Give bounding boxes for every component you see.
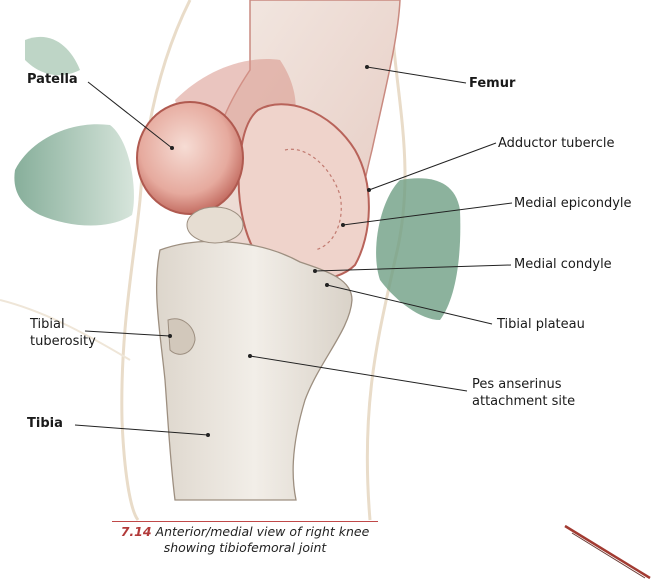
label-patella: Patella [27, 72, 78, 87]
caption-number: 7.14 [120, 524, 152, 539]
label-adductor-tubercle: Adductor tubercle [498, 136, 615, 151]
caption-rule [112, 521, 378, 522]
label-femur: Femur [469, 76, 516, 91]
muscle-right [376, 178, 461, 320]
leader-dots [168, 65, 371, 437]
caption-text-1: Anterior/medial view of right knee [155, 524, 370, 539]
label-tibial-plateau: Tibial plateau [497, 317, 585, 332]
caption-line-2: showing tibiofemoral joint [163, 540, 327, 555]
label-tibia: Tibia [27, 416, 63, 431]
patella [136, 101, 244, 244]
label-tibial-tuberosity-2: tuberosity [30, 334, 96, 349]
corner-strokes [564, 524, 651, 580]
label-pes-anserinus-1: Pes anserinus [472, 377, 562, 392]
label-pes-anserinus-2: attachment site [472, 394, 576, 409]
figure-caption: 7.14 Anterior/medial view of right knee … [110, 524, 380, 556]
label-tibial-tuberosity-1: Tibial [30, 317, 65, 332]
leader-lines [74, 66, 513, 436]
tibia [155, 240, 353, 501]
label-medial-epicondyle: Medial epicondyle [514, 196, 632, 211]
label-medial-condyle: Medial condyle [514, 257, 612, 272]
caption-line-1: 7.14 Anterior/medial view of right knee [110, 524, 380, 540]
muscle-left [14, 36, 134, 226]
